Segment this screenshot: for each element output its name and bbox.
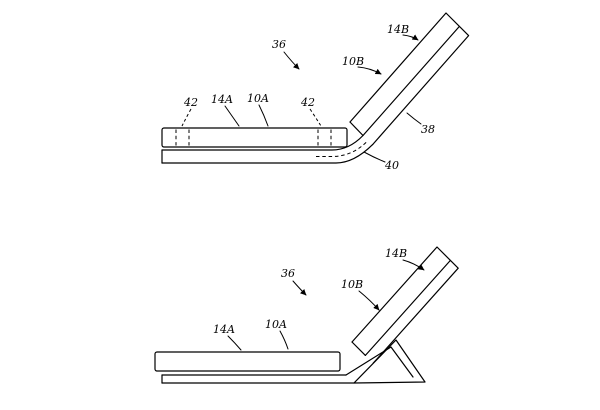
flat-housing-outline-b	[154, 351, 341, 372]
figure-top-open-state: 36 14B 10B 42 14A 10A 42 38 40	[161, 12, 470, 172]
magnet-region-left	[175, 129, 190, 146]
ref-label-14A: 14A	[211, 93, 233, 106]
leader-10A-b	[279, 330, 289, 350]
leader-42-right	[309, 108, 322, 127]
ref-label-36: 36	[272, 38, 286, 51]
ref-label-14B-b: 14B	[385, 247, 407, 260]
angled-housing-end-cap-b	[351, 341, 366, 356]
magnet-region-right	[317, 129, 332, 146]
ref-label-14B: 14B	[387, 23, 409, 36]
leader-36-b	[292, 280, 307, 296]
ref-label-40: 40	[384, 159, 399, 172]
bend-axis-dashed-line	[316, 141, 368, 157]
fold-triangle-inner	[345, 346, 414, 378]
fold-triangle-outer	[353, 339, 426, 384]
leader-14A-b	[227, 335, 242, 351]
ref-label-10B: 10B	[342, 55, 364, 68]
ref-label-10A-b: 10A	[265, 318, 287, 331]
flexible-layer-top-edge	[161, 25, 460, 151]
angled-housing-outline	[349, 12, 470, 146]
leader-38	[406, 112, 422, 125]
leader-10B-b	[358, 290, 380, 311]
ref-label-36-b: 36	[281, 267, 295, 280]
figure-bottom-folded-state: 36 14B 10B 14A 10A	[154, 246, 459, 384]
leader-14B-b	[402, 259, 425, 271]
angled-housing-end-cap	[349, 121, 364, 137]
leader-40	[363, 151, 386, 163]
flexible-layer-bottom-edge	[161, 144, 374, 164]
ref-label-10A: 10A	[247, 92, 269, 105]
angled-housing-outline-b	[351, 246, 459, 364]
ref-label-42-right: 42	[300, 96, 315, 109]
leader-14A	[224, 105, 240, 127]
ref-label-42-left: 42	[183, 96, 198, 109]
ref-label-14A-b: 14A	[213, 323, 235, 336]
flat-housing-outline	[161, 127, 348, 148]
leader-10A	[258, 104, 269, 127]
ref-label-38: 38	[421, 123, 435, 136]
leader-42-left	[181, 108, 192, 127]
leader-10B	[357, 66, 382, 75]
angled-housing-layer-line-b	[364, 259, 451, 356]
ref-label-10B-b: 10B	[341, 278, 363, 291]
leader-36	[283, 51, 300, 70]
leader-14B	[402, 34, 419, 41]
